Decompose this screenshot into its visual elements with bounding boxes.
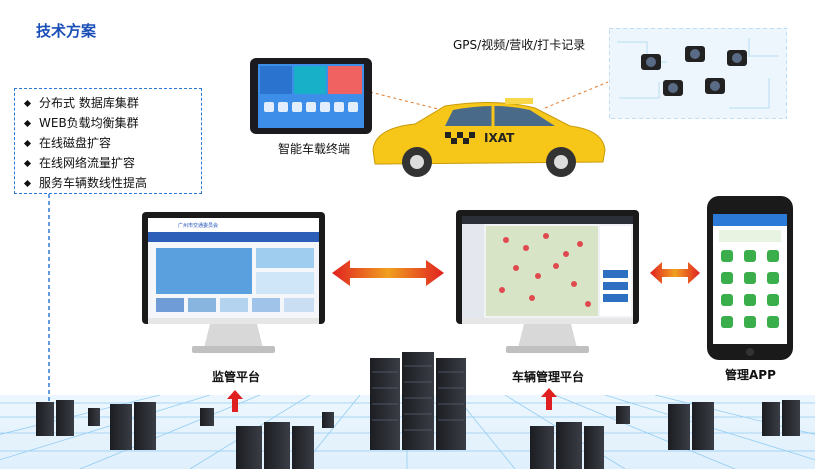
double-arrow-left [332,260,444,286]
mobile-phone [707,196,793,360]
supervise-label: 监管平台 [212,370,261,384]
double-arrow-right [650,262,700,284]
terminal-label: 智能车载终端 [278,142,351,156]
taxi-car [372,98,606,177]
vehicle-label: 车辆管理平台 [512,370,585,384]
features-box: 分布式 数据库集群 WEB负载均衡集群 在线磁盘扩容 在线网络流量扩容 服务车辆… [14,88,202,194]
camera-icon [641,46,747,96]
supervise-monitor [142,212,325,353]
car-terminal-device [250,58,372,134]
feature-item: 在线磁盘扩容 [15,133,201,153]
feature-item: 分布式 数据库集群 [15,93,201,113]
supervise-banner: 广州市交通委员会 [178,223,219,229]
camera-board [609,28,787,119]
server-racks [36,352,800,469]
vehicle-monitor [456,210,639,353]
terminal-connector-lines [369,81,609,113]
feature-item: 服务车辆数线性提高 [15,173,201,193]
feature-item: WEB负载均衡集群 [15,113,201,133]
feature-connector-line [48,194,50,404]
up-arrow-icon [227,390,243,412]
feature-item: 在线网络流量扩容 [15,153,201,173]
gps-label: GPS/视频/营收/打卡记录 [453,38,586,52]
up-arrow-icon [541,388,557,410]
app-label: 管理APP [725,368,776,382]
taxi-text: IXAT [484,131,515,145]
page-title: 技术方案 [36,22,97,40]
